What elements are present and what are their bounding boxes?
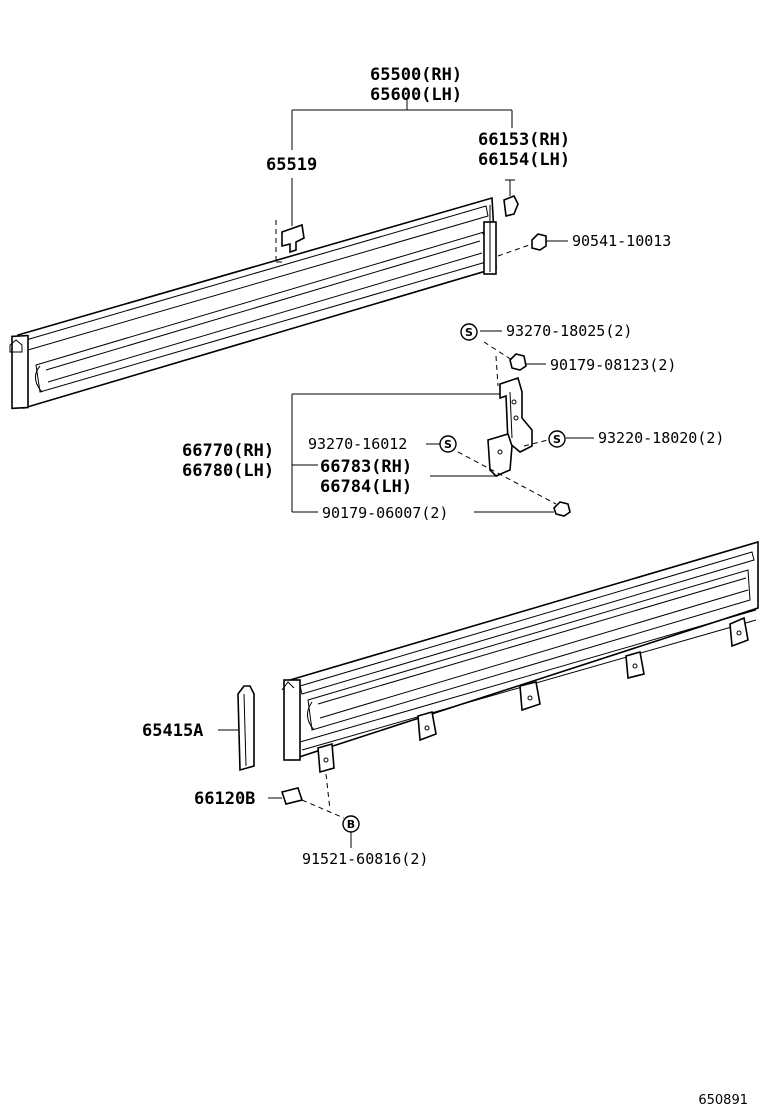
- b-symbol-91521: B: [342, 815, 360, 848]
- nut-90541: [497, 233, 568, 257]
- label-66770: 66770(RH): [182, 441, 274, 461]
- clip-66120B: [268, 773, 345, 819]
- label-93220-18020: 93220-18020(2): [598, 429, 724, 447]
- s-symbol-93270-18025: S: [460, 323, 478, 341]
- label-65600: 65600(LH): [370, 85, 462, 105]
- hinges: [317, 616, 749, 774]
- label-91521-60816: 91521-60816(2): [302, 850, 428, 868]
- label-66153: 66153(RH): [478, 130, 570, 150]
- label-93270-16012: 93270-16012: [308, 435, 407, 453]
- clip-65519: [275, 220, 305, 263]
- label-66783: 66783(RH): [320, 457, 412, 477]
- upper-side-panel: [9, 196, 497, 410]
- middle-bracket-assembly: [457, 341, 571, 517]
- label-90179-08123: 90179-08123(2): [550, 356, 676, 374]
- label-66120B: 66120B: [194, 789, 255, 809]
- leader-66770: [291, 330, 594, 513]
- label-90179-06007: 90179-06007(2): [322, 504, 448, 522]
- label-65500: 65500(RH): [370, 65, 462, 85]
- label-93270-18025: 93270-18025(2): [506, 322, 632, 340]
- label-66780: 66780(LH): [182, 461, 274, 481]
- s-symbol-93220-18020: S: [548, 430, 566, 448]
- leader-65500: [291, 100, 513, 226]
- svg-text:S: S: [444, 438, 452, 451]
- label-66154: 66154(LH): [478, 150, 570, 170]
- s-symbol-93270-16012: S: [439, 435, 457, 453]
- post-65415A: [218, 685, 255, 772]
- label-65415A: 65415A: [142, 721, 203, 741]
- svg-text:S: S: [553, 433, 561, 446]
- label-66784: 66784(LH): [320, 477, 412, 497]
- lower-side-panel: [281, 540, 759, 761]
- svg-text:S: S: [465, 326, 473, 339]
- bracket-66153: [503, 179, 519, 217]
- svg-text:B: B: [347, 818, 355, 831]
- label-65519: 65519: [266, 155, 317, 175]
- label-90541-10013: 90541-10013: [572, 232, 671, 250]
- catalog-number: 650891: [698, 1093, 748, 1108]
